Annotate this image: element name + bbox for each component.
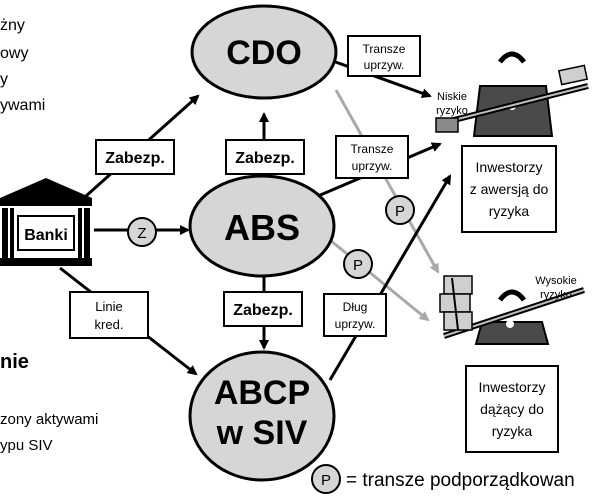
investor-seeking-line-2: dążący do <box>480 401 544 417</box>
node-abcp-label-2: w SIV <box>216 414 308 452</box>
label-box-zabezp-left <box>95 139 175 175</box>
scale-high-risk-icon <box>439 275 585 345</box>
scale-low-label-1: Niskie <box>437 91 467 103</box>
investor-seeking-line-3: ryzyka <box>492 423 533 439</box>
left-text-line-1: żny <box>0 17 25 34</box>
node-abcp-siv <box>188 350 336 482</box>
label-dlug-1: Dług <box>343 300 368 314</box>
investor-box-risk-seeking <box>465 365 559 453</box>
label-linie-kred-1: Linie <box>95 299 122 314</box>
left-text-line-3: y <box>0 71 8 88</box>
marker-z-circle <box>127 217 157 247</box>
left-text-line-4: ywami <box>0 97 45 114</box>
label-transze-mid-1: Transze <box>351 142 394 156</box>
banks-label: Banki <box>24 227 68 244</box>
label-linie-kred-2: kred. <box>95 317 124 332</box>
marker-p-2-circle <box>343 249 373 279</box>
scale-high-label-1: Wysokie <box>535 275 576 287</box>
scale-low-risk-icon <box>435 51 589 137</box>
legend-p-circle <box>311 464 341 494</box>
label-box-zabezp-low <box>223 291 303 327</box>
arrow-abcp-to-low-risk <box>328 174 452 381</box>
label-zabezp-left: Zabezp. <box>105 150 165 167</box>
investor-box-risk-averse <box>461 145 557 233</box>
gray-arrow-abs-to-high-risk <box>329 238 430 322</box>
label-dlug-2: uprzyw. <box>335 317 376 331</box>
label-zabezp-low: Zabezp. <box>233 302 293 319</box>
label-transze-top-2: uprzyw. <box>364 58 405 72</box>
label-transze-top-1: Transze <box>363 42 406 56</box>
node-abs <box>188 174 336 278</box>
label-box-dlug <box>323 293 387 337</box>
marker-z-label: Z <box>137 225 146 242</box>
investor-averse-line-1: Inwestorzy <box>476 159 543 175</box>
arrow-cdo-to-low-risk <box>329 58 432 98</box>
node-cdo-label: CDO <box>226 34 302 72</box>
label-box-transze-top <box>347 35 421 77</box>
node-abcp-label-1: ABCP <box>214 374 310 412</box>
bank-building-icon <box>0 178 92 266</box>
investor-averse-line-3: ryzyka <box>489 203 530 219</box>
scale-low-label-2: ryzyko <box>436 105 468 117</box>
left-text-line-6: ypu SIV <box>0 437 53 454</box>
left-heading: nie <box>0 351 29 373</box>
label-box-zabezp-mid <box>225 139 305 175</box>
node-abs-label: ABS <box>224 207 300 248</box>
legend-text: = transze podporządkowan <box>346 470 575 491</box>
scale-high-label-2: ryzyko <box>540 289 572 301</box>
marker-p-2-label: P <box>353 257 363 274</box>
label-zabezp-mid: Zabezp. <box>235 150 295 167</box>
label-transze-mid-2: uprzyw. <box>352 159 393 173</box>
left-text-line-5: zony aktywami <box>0 411 98 428</box>
investor-averse-line-2: z awersją do <box>470 181 549 197</box>
node-cdo <box>190 4 338 100</box>
label-box-transze-mid <box>335 135 409 179</box>
marker-p-1-circle <box>385 195 415 225</box>
investor-seeking-line-1: Inwestorzy <box>479 379 546 395</box>
label-box-linie-kred <box>69 291 149 339</box>
gray-arrow-cdo-to-high-risk <box>334 89 440 274</box>
legend-p-label: P <box>321 472 331 489</box>
left-text-line-2: owy <box>0 45 28 62</box>
marker-p-1-label: P <box>395 203 405 220</box>
